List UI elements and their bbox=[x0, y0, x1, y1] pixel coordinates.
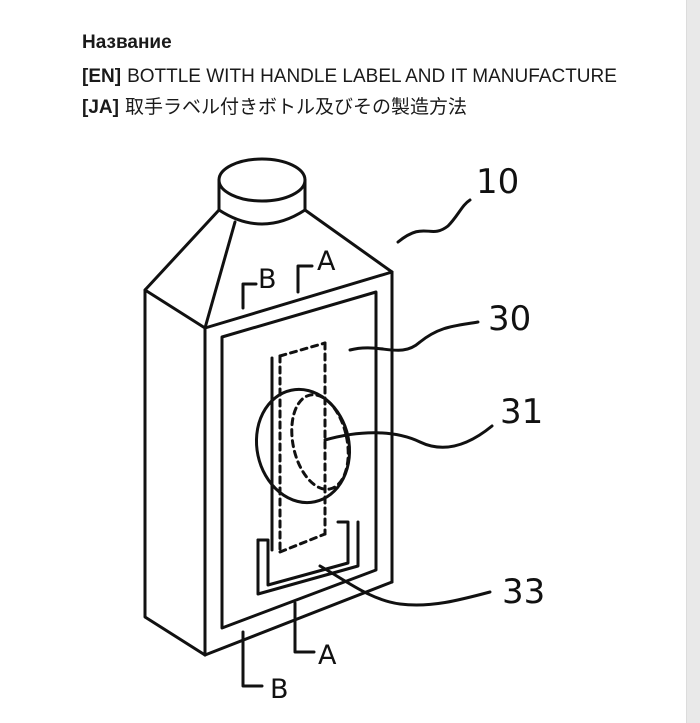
marker-a-top: A bbox=[317, 246, 336, 277]
leader-31 bbox=[323, 424, 494, 449]
leader-33 bbox=[318, 564, 492, 607]
handle-oval-hidden bbox=[290, 393, 350, 491]
bottle-body bbox=[143, 208, 394, 657]
title-ja-text: 取手ラベル付きボトル及びその製造方法 bbox=[124, 97, 467, 118]
title-ja: [JA]取手ラベル付きボトル及びその製造方法 bbox=[82, 92, 467, 119]
lang-code-ja: [JA] bbox=[82, 97, 119, 118]
section-marker-top bbox=[241, 264, 314, 310]
leader-10 bbox=[396, 198, 472, 244]
fold-bracket bbox=[256, 520, 360, 596]
marker-a-bottom: A bbox=[318, 640, 337, 671]
marker-b-bottom: B bbox=[270, 674, 289, 705]
patent-drawing: 10 30 31 33 B A A B bbox=[120, 140, 570, 723]
bottle-cap bbox=[217, 157, 307, 226]
numeral-30: 30 bbox=[488, 299, 531, 339]
title-en: [EN]BOTTLE WITH HANDLE LABEL AND IT MANU… bbox=[82, 66, 617, 88]
leader-30 bbox=[348, 320, 480, 352]
title-en-text: BOTTLE WITH HANDLE LABEL AND IT MANUFACT… bbox=[127, 66, 617, 87]
handle-label bbox=[220, 290, 378, 630]
section-marker-bottom bbox=[241, 601, 316, 688]
numeral-31: 31 bbox=[500, 392, 543, 432]
numeral-10: 10 bbox=[476, 162, 519, 202]
numeral-33: 33 bbox=[502, 572, 545, 612]
handle-strip bbox=[278, 341, 327, 554]
section-heading: Название bbox=[82, 32, 172, 53]
marker-b-top: B bbox=[258, 264, 277, 295]
lang-code-en: [EN] bbox=[82, 66, 122, 87]
handle-oval bbox=[254, 387, 352, 505]
scrollbar-track[interactable] bbox=[686, 0, 700, 723]
